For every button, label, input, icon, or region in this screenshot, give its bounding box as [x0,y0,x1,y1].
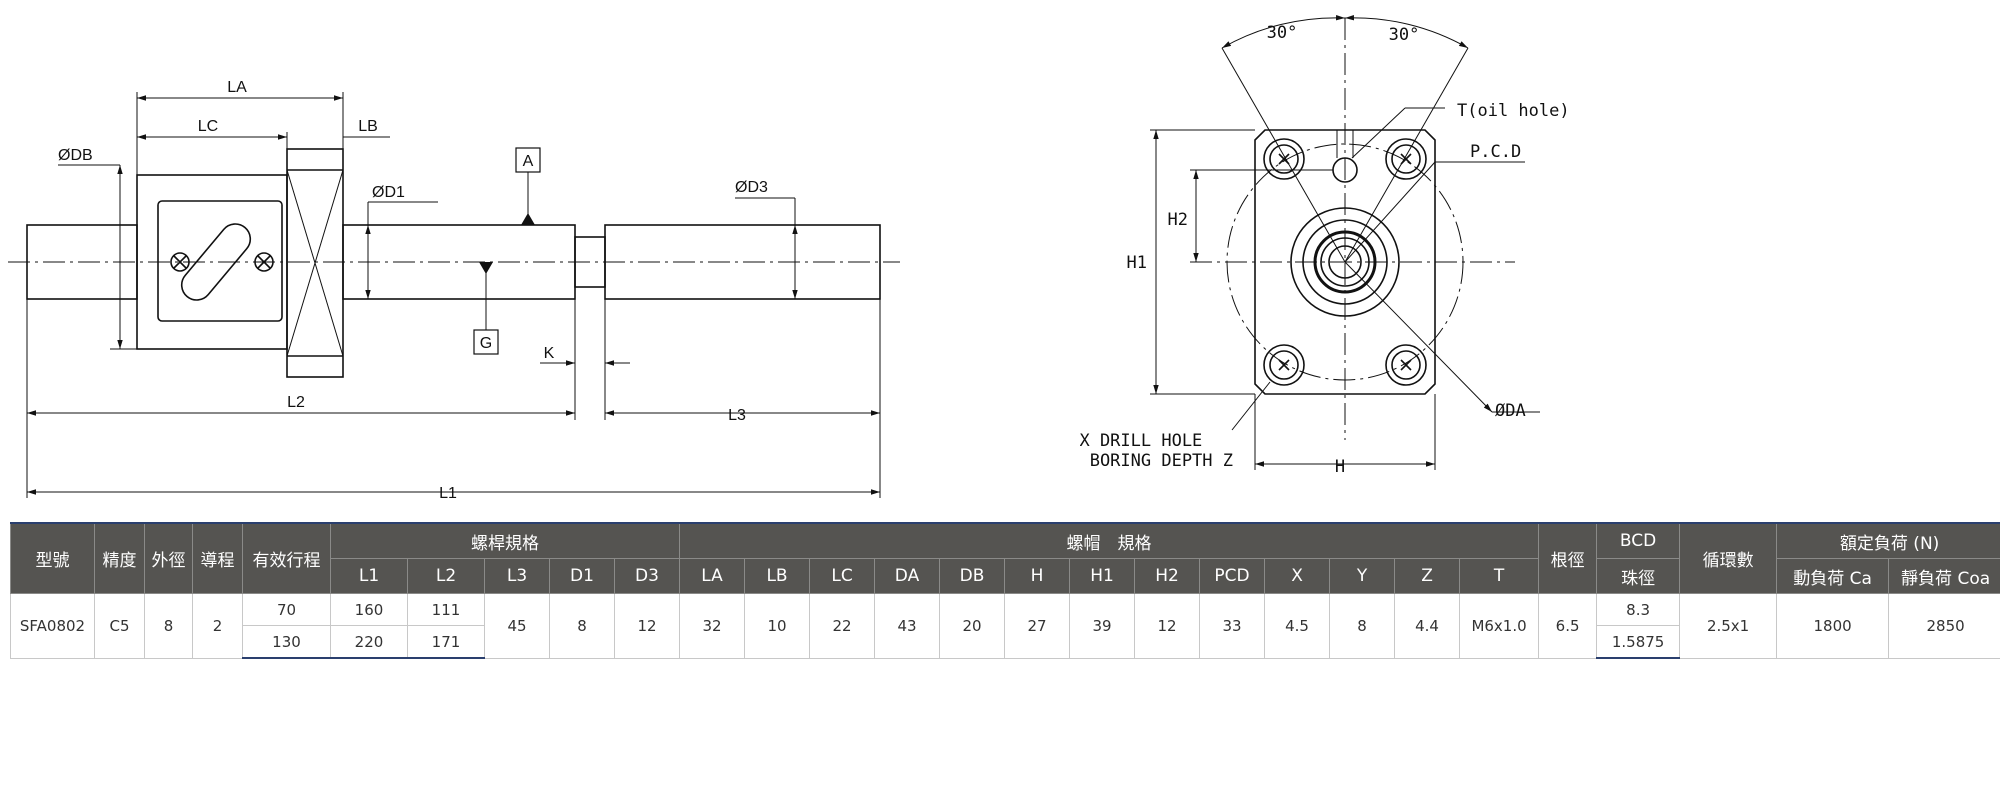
angle-left-label: 30° [1267,23,1298,43]
cell-l3: 45 [484,593,550,659]
table-row: SFA0802 C5 8 2 70 160 111 45 8 12 32 10 … [10,593,2000,659]
pcd-circle [1226,143,1464,381]
cell-h1: 39 [1069,593,1136,659]
cell-dynamic: 1800 [1776,593,1890,659]
dim-lb-label: LB [358,118,378,135]
header-y: Y [1329,558,1396,594]
header-rated-load: 額定負荷 (N) [1776,522,2000,559]
header-stroke: 有效行程 [242,522,331,594]
dim-l3-label: L3 [728,407,746,424]
end-view-drawing: 30° 30° T(oil hole) P.C.D H2 H1 ØDA H 4-… [1080,14,1570,477]
cell-l2-1: 111 [407,593,485,626]
dim-db-label: ØDB [58,147,93,164]
specification-table: 型號 精度 外徑 導程 有效行程 螺桿規格 螺帽 規格 根徑 BCD 循環數 額… [10,522,2000,659]
angle-right-label: 30° [1389,25,1420,45]
header-lc: LC [809,558,876,594]
dim-lc-label: LC [198,118,218,135]
oil-hole-label: T(oil hole) [1457,101,1570,121]
header-z: Z [1394,558,1461,594]
header-circuits: 循環數 [1679,522,1778,594]
header-screw-spec: 螺桿規格 [329,522,681,559]
cell-od: 8 [144,593,193,659]
header-root: 根徑 [1538,522,1598,594]
header-bcd: BCD [1596,522,1681,559]
dim-l2-label: L2 [287,394,305,411]
cell-d1: 8 [549,593,615,659]
header-la: LA [679,558,746,594]
cell-h: 27 [1004,593,1071,659]
cell-pcd: 33 [1199,593,1266,659]
cell-static: 2850 [1888,593,2000,659]
flange-outline [1254,129,1436,395]
cell-lead: 2 [192,593,243,659]
dim-h1-label: H1 [1127,253,1147,273]
nut-window [157,200,283,322]
cell-d3: 12 [613,593,681,659]
dim-h-label: H [1335,457,1345,477]
cell-root: 6.5 [1538,593,1598,659]
table-row: 130 220 171 1.5875 [11,625,2000,659]
cell-db: 20 [939,593,1006,659]
header-lb: LB [744,558,811,594]
header-static: 靜負荷 Coa [1888,558,2000,594]
cell-da: 43 [874,593,941,659]
datum-a-label: A [523,153,534,170]
cell-x: 4.5 [1264,593,1331,659]
dim-k-label: K [544,345,555,362]
header-lead: 導程 [192,522,243,594]
cell-y: 8 [1329,593,1396,659]
cell-precision: C5 [94,593,145,659]
header-h1: H1 [1069,558,1136,594]
header-dynamic: 動負荷 Ca [1776,558,1890,594]
header-model: 型號 [10,522,95,594]
cell-h2: 12 [1134,593,1201,659]
header-l2: L2 [407,558,485,594]
cell-l1-1: 160 [330,593,408,626]
cell-l1-2: 220 [330,625,408,659]
cell-circuits: 2.5x1 [1679,593,1778,659]
header-d3: D3 [613,558,681,594]
header-da: DA [874,558,941,594]
dim-h2-label: H2 [1168,210,1188,230]
cell-la: 32 [679,593,746,659]
cell-t: M6x1.0 [1459,593,1540,659]
return-tube [180,223,252,301]
header-t: T [1459,558,1540,594]
header-db: DB [939,558,1006,594]
cell-bcd: 8.3 [1596,593,1681,626]
header-nut-spec: 螺帽 規格 [679,522,1540,559]
header-precision: 精度 [94,522,145,594]
header-d1: D1 [549,558,615,594]
nut-body-circle [1290,207,1400,317]
side-view-drawing: LA LC LB ØDB ØD1 ØD3 A G K L2 L3 L1 [8,79,900,502]
header-od: 外徑 [144,522,193,594]
shaft-end-journal [604,224,881,300]
pcd-label: P.C.D [1470,142,1521,162]
cell-lc: 22 [809,593,876,659]
header-x: X [1264,558,1331,594]
cell-model: SFA0802 [10,593,95,659]
header-pcd: PCD [1199,558,1266,594]
cell-lb: 10 [744,593,811,659]
cell-stroke-2: 130 [242,625,331,659]
cell-ball: 1.5875 [1596,625,1681,659]
datum-g-label: G [480,335,492,352]
dim-la-label: LA [227,79,247,96]
header-h: H [1004,558,1071,594]
cell-l2-2: 171 [407,625,485,659]
cell-z: 4.4 [1394,593,1461,659]
header-l1: L1 [330,558,408,594]
dim-da-label: ØDA [1495,401,1526,421]
drill-hole-note-line1: 4-X DRILL HOLE [1080,431,1202,451]
header-h2: H2 [1134,558,1201,594]
drill-hole-note-line2: ØY BORING DEPTH Z [1080,451,1233,471]
header-ball: 珠徑 [1596,558,1681,594]
header-l3: L3 [484,558,550,594]
cell-stroke-1: 70 [242,593,331,626]
dim-d3-label: ØD3 [735,179,768,196]
dim-d1-label: ØD1 [372,184,405,201]
dim-l1-label: L1 [439,485,457,502]
